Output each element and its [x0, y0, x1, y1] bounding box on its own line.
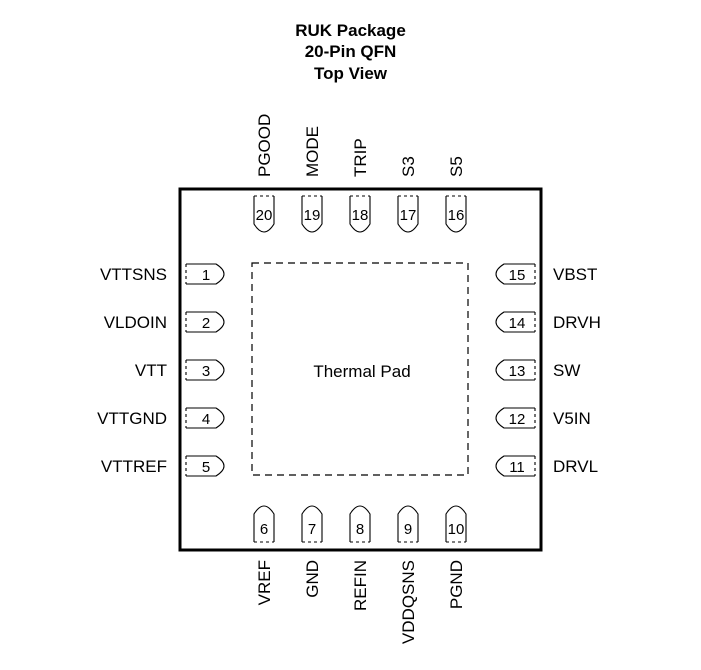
- package-outline: [178, 187, 543, 552]
- pin-name-vtt: VTT: [135, 361, 167, 380]
- pin-name-vbst: VBST: [553, 265, 597, 284]
- pin-name-vttsns: VTTSNS: [100, 265, 167, 284]
- pin-outline-3: [186, 359, 225, 381]
- pin-number-7: 7: [308, 521, 316, 538]
- pin-name-vldoin: VLDOIN: [104, 313, 167, 332]
- pin-name-drvh: DRVH: [553, 313, 601, 332]
- pin-number-6: 6: [260, 521, 268, 538]
- pin-number-9: 9: [404, 521, 412, 538]
- pin-name-vddqsns: VDDQSNS: [399, 560, 418, 644]
- pin-name-mode: MODE: [303, 126, 322, 177]
- pin-number-20: 20: [256, 207, 273, 224]
- pins-layer: 1 VTTSNS 2 VLDOIN 3 VTT 4 VTTGND 5 VTTREF 11 DRVL 12…: [97, 114, 601, 644]
- pin-name-gnd: GND: [303, 560, 322, 598]
- pin-outline-11: [495, 455, 535, 477]
- pin-number-5: 5: [202, 459, 210, 476]
- pin-number-13: 13: [509, 363, 526, 380]
- pin-outline-8: [349, 505, 371, 542]
- pin-outline-2: [186, 311, 225, 333]
- pin-outline-16: [445, 196, 467, 233]
- pin-outline-20: [253, 196, 275, 233]
- pin-outline-5: [186, 455, 225, 477]
- thermal-pad-outline: [251, 262, 469, 476]
- pin-number-2: 2: [202, 315, 210, 332]
- pin-number-17: 17: [400, 207, 417, 224]
- pin-number-1: 1: [202, 267, 210, 284]
- pin-name-s5: S5: [447, 156, 466, 177]
- pin-number-8: 8: [356, 521, 364, 538]
- pin-outline-4: [186, 407, 225, 429]
- pin-number-19: 19: [304, 207, 321, 224]
- pin-name-vttref: VTTREF: [101, 457, 167, 476]
- pin-outline-10: [445, 505, 467, 542]
- thermal-pad-label: Thermal Pad: [313, 362, 410, 381]
- pin-name-drvl: DRVL: [553, 457, 598, 476]
- pin-number-15: 15: [509, 267, 526, 284]
- pin-name-refin: REFIN: [351, 560, 370, 611]
- pin-outline-12: [495, 407, 535, 429]
- pin-outline-7: [301, 505, 323, 542]
- title-package: RUK Package: [295, 21, 406, 40]
- pin-number-16: 16: [448, 207, 465, 224]
- title-pin-count: 20-Pin QFN: [304, 42, 397, 61]
- pin-number-12: 12: [509, 411, 526, 428]
- pin-outline-18: [349, 196, 371, 233]
- pin-outline-1: [186, 263, 225, 285]
- pin-outline-17: [397, 196, 419, 233]
- pin-name-sw: SW: [553, 361, 580, 380]
- pin-outline-13: [495, 359, 535, 381]
- pin-name-vref: VREF: [255, 560, 274, 605]
- pin-number-18: 18: [352, 207, 369, 224]
- pin-outline-9: [397, 505, 419, 542]
- pin-number-4: 4: [202, 411, 210, 428]
- pin-name-trip: TRIP: [351, 138, 370, 177]
- pin-number-3: 3: [202, 363, 210, 380]
- pin-outline-15: [495, 263, 535, 285]
- pin-name-vttgnd: VTTGND: [97, 409, 167, 428]
- pin-name-s3: S3: [399, 156, 418, 177]
- title-view: Top View: [313, 64, 388, 83]
- pin-outline-6: [253, 505, 275, 542]
- pin-outline-14: [495, 311, 535, 333]
- pin-number-11: 11: [509, 459, 525, 476]
- pin-name-pgnd: PGND: [447, 560, 466, 609]
- pin-name-pgood: PGOOD: [255, 114, 274, 177]
- pin-outline-19: [301, 196, 323, 233]
- pin-name-v5in: V5IN: [553, 409, 591, 428]
- pin-number-14: 14: [509, 315, 526, 332]
- pin-number-10: 10: [448, 521, 465, 538]
